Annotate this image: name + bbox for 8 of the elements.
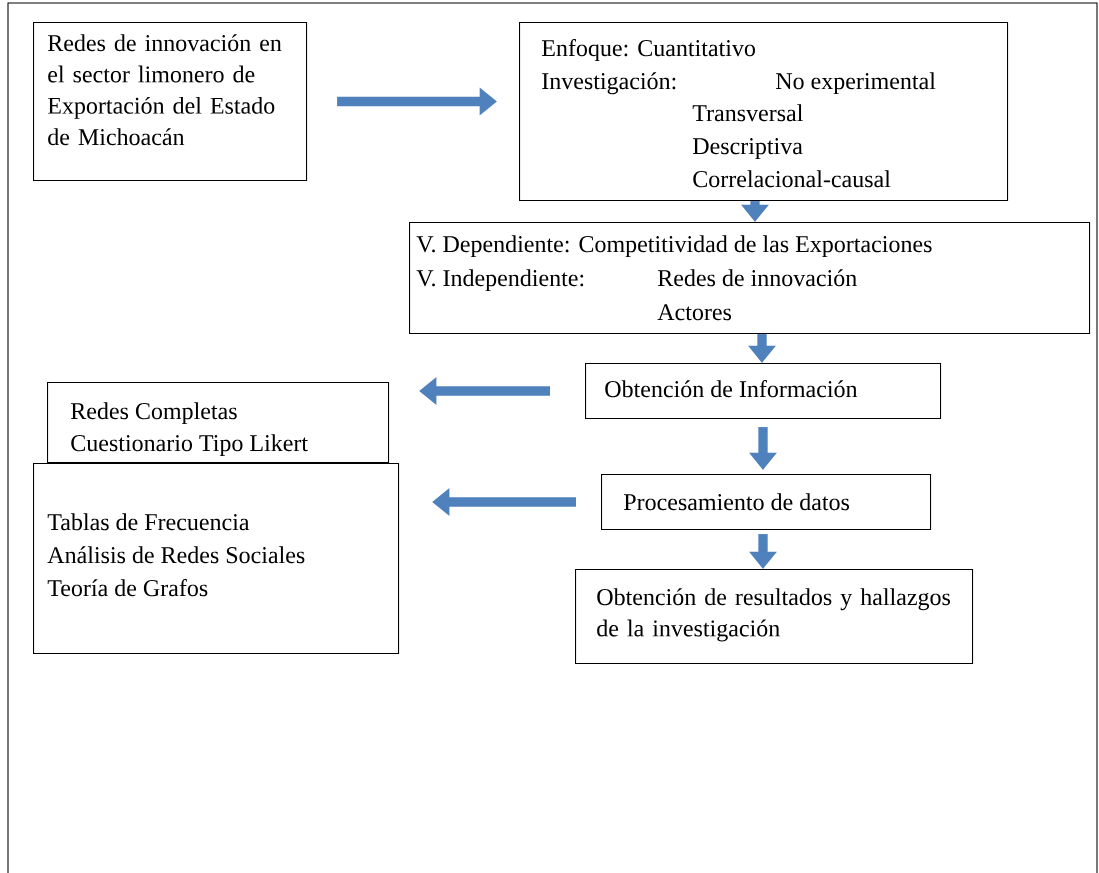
process-box: Obtención de Información xyxy=(585,363,942,420)
process-box: Obtención de resultados y hallazgos de la investigación xyxy=(575,569,974,665)
process-box: Enfoque: Cuantitativo Investigación: No experimental Transversal Descriptiva Correlacional-causal xyxy=(519,22,1009,202)
process-box: Procesamiento de datos xyxy=(601,474,932,531)
process-box: Redes de innovación en el sector limonero de Exportación del Estado de Michoacán xyxy=(33,22,308,182)
process-box: V. Dependiente: Competitividad de las Exportaciones V. Independiente: Redes de innovación Actores xyxy=(409,222,1091,335)
process-box: Redes Completas Cuestionario Tipo Likert xyxy=(47,382,390,464)
process-box: Tablas de Frecuencia Análisis de Redes Sociales Teoría de Grafos xyxy=(33,463,400,655)
